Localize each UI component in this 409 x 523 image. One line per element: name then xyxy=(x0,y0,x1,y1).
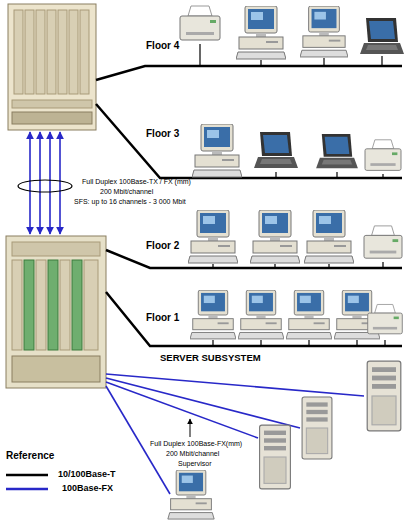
fibre-link xyxy=(106,374,364,494)
switch-chassis xyxy=(8,4,96,130)
floor-label: Floor 3 xyxy=(146,128,179,140)
legend-text: 10/100Base-T xyxy=(58,469,116,479)
legend-heading: Reference xyxy=(6,450,54,462)
section-heading: SERVER SUBSYSTEM xyxy=(160,353,261,364)
callout-arrow xyxy=(190,419,191,437)
floor-label: Floor 1 xyxy=(146,312,179,324)
floor-devices xyxy=(180,6,404,339)
legend-line xyxy=(6,474,48,477)
bundle-ellipse xyxy=(18,180,72,192)
legend-line xyxy=(6,488,48,491)
link-note: 200 Mbit/channel xyxy=(100,188,153,196)
device-label: Supervisor xyxy=(178,460,211,468)
floor-label: Floor 2 xyxy=(146,240,179,252)
link-note: Full Duplex 100Base-TX / FX (mm) xyxy=(82,178,191,186)
floor-label: Floor 4 xyxy=(146,40,179,52)
link-note: SFS: up to 16 channels - 3 000 Mbit xyxy=(74,198,186,206)
link-note: Full Duplex 100Base-FX(mm) xyxy=(150,440,242,448)
ethernet-bus xyxy=(96,44,402,346)
switch-chassis xyxy=(6,236,106,388)
fibre-trunk xyxy=(30,132,60,234)
link-note: 200 Mbit/channel xyxy=(166,450,219,458)
legend-text: 100Base-FX xyxy=(62,483,113,493)
